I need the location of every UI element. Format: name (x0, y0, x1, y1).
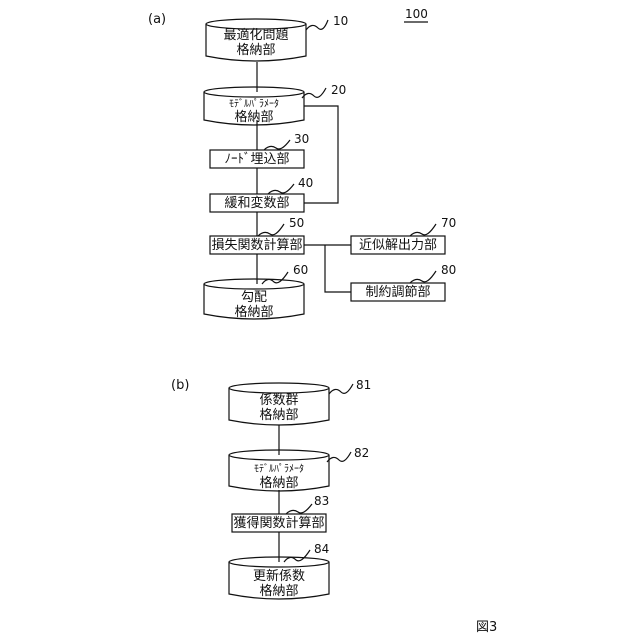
ref-10: 10 (333, 14, 348, 28)
leader-80 (410, 271, 436, 283)
panel-b-label: (b) (171, 378, 189, 393)
ref-82: 82 (354, 446, 369, 460)
figure-label: 図3 (476, 616, 497, 635)
ref-83: 83 (314, 494, 329, 508)
node-84-line1: 更新係数 (229, 569, 329, 584)
node-81-line1: 係数群 (229, 393, 329, 408)
leader-81 (329, 384, 353, 394)
node-50-label: 損失関数計算部 (210, 238, 304, 253)
ref-40: 40 (298, 176, 313, 190)
leader-50 (258, 224, 284, 236)
leader-83 (286, 504, 312, 514)
ref-80: 80 (441, 263, 456, 277)
storage-60-top (204, 279, 304, 289)
leader-84 (284, 550, 310, 562)
node-80-label: 制約調節部 (351, 285, 445, 300)
ref-84: 84 (314, 542, 329, 556)
node-20-line2: 格納部 (204, 110, 304, 125)
leader-40 (268, 184, 294, 194)
leader-30 (264, 140, 290, 150)
node-60-line1: 勾配 (204, 290, 304, 305)
node-30-label: ﾉｰﾄﾞ埋込部 (210, 152, 304, 167)
node-60-line2: 格納部 (204, 305, 304, 320)
ref-70: 70 (441, 216, 456, 230)
node-84-line2: 格納部 (229, 584, 329, 599)
node-81-line2: 格納部 (229, 408, 329, 423)
node-82-line1: ﾓﾃﾞﾙﾊﾟﾗﾒｰﾀ (229, 462, 329, 477)
ref-81: 81 (356, 378, 371, 392)
node-83-label: 獲得関数計算部 (232, 516, 326, 531)
node-10-line2: 格納部 (206, 43, 306, 58)
leader-70 (410, 224, 436, 236)
ref-20: 20 (331, 83, 346, 97)
leader-60 (262, 272, 288, 284)
node-70-label: 近似解出力部 (351, 238, 445, 253)
panel-a-label: (a) (148, 12, 166, 27)
ref-50: 50 (289, 216, 304, 230)
ref-60: 60 (293, 263, 308, 277)
node-82-line2: 格納部 (229, 476, 329, 491)
node-40-label: 緩和変数部 (210, 196, 304, 211)
leader-10 (306, 20, 328, 30)
node-10-line1: 最適化問題 (206, 28, 306, 43)
ref-30: 30 (294, 132, 309, 146)
system-ref-100: 100 (405, 7, 428, 21)
storage-20-top (204, 87, 304, 97)
leader-20 (302, 88, 326, 98)
edge-50-80 (325, 245, 351, 292)
storage-81-top (229, 383, 329, 393)
leader-82 (327, 452, 351, 462)
